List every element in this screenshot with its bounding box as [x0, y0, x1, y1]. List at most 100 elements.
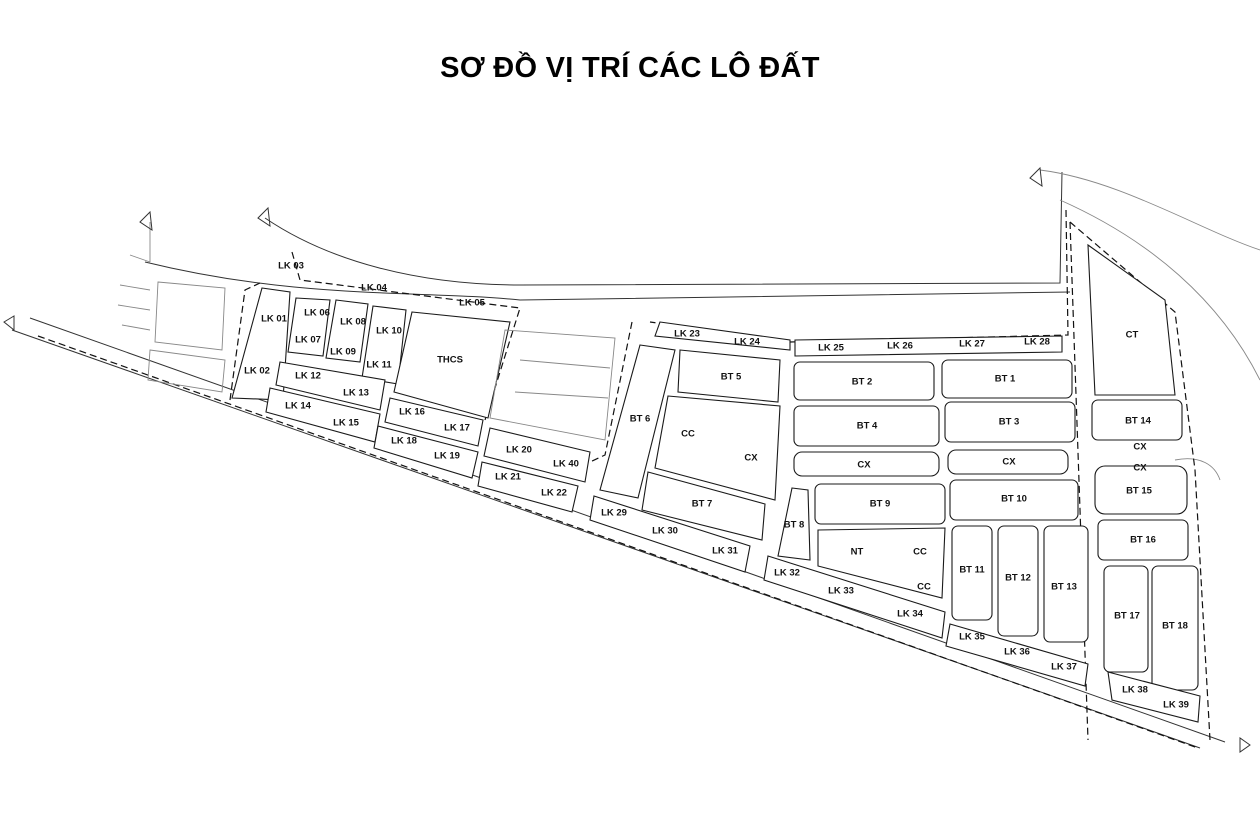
land-plots [147, 243, 1201, 723]
label-bt8: BT 8 [784, 520, 805, 531]
label-lk35: LK 35 [959, 632, 986, 643]
label-cc-3: CC [917, 582, 931, 593]
plot-lk35-37[interactable] [945, 623, 1089, 687]
plot-bt11[interactable] [951, 525, 993, 621]
plot-bt13[interactable] [1043, 525, 1089, 643]
plot-lk23-24[interactable] [654, 321, 791, 351]
plot-bt16[interactable] [1097, 519, 1189, 561]
plot-bt15[interactable] [1094, 465, 1188, 515]
label-lk30: LK 30 [652, 526, 678, 537]
label-bt7: BT 7 [692, 499, 713, 510]
plot-lk38-39[interactable] [1107, 671, 1201, 723]
label-lk10: LK 10 [376, 326, 402, 337]
label-cx-3: CX [1002, 457, 1016, 468]
label-lk08: LK 08 [340, 317, 366, 328]
label-lk12: LK 12 [295, 371, 321, 382]
label-lk32: LK 32 [774, 568, 800, 579]
label-lk04: LK 04 [361, 283, 388, 294]
label-lk16: LK 16 [399, 407, 425, 418]
label-lk24: LK 24 [734, 337, 761, 348]
plot-bt2[interactable] [793, 361, 935, 401]
plot-bt6[interactable] [599, 344, 676, 499]
plot-lk29-31[interactable] [589, 495, 751, 573]
plot-nt-cc[interactable] [817, 527, 946, 599]
plot-thcs[interactable] [393, 311, 511, 419]
label-lk17: LK 17 [444, 423, 470, 434]
label-lk15: LK 15 [333, 418, 360, 429]
map-title: SƠ ĐỒ VỊ TRÍ CÁC LÔ ĐẤT [440, 52, 820, 84]
label-bt1: BT 1 [995, 374, 1016, 385]
label-lk20: LK 20 [506, 445, 532, 456]
label-lk38: LK 38 [1122, 685, 1148, 696]
plot-bt10[interactable] [949, 479, 1079, 521]
label-lk39: LK 39 [1163, 700, 1189, 711]
label-lk14: LK 14 [285, 401, 312, 412]
label-lk09: LK 09 [330, 347, 356, 358]
plot-bt12[interactable] [997, 525, 1039, 637]
label-bt2: BT 2 [852, 377, 873, 388]
plot-bt7[interactable] [641, 471, 766, 541]
label-lk31: LK 31 [712, 546, 739, 557]
label-lk21: LK 21 [495, 472, 522, 483]
label-bt10: BT 10 [1001, 494, 1027, 505]
label-lk07: LK 07 [295, 335, 321, 346]
plot-cc-cx[interactable] [654, 395, 781, 501]
label-bt18: BT 18 [1162, 621, 1188, 632]
plot-labels: LK 03 LK 04 LK 05 LK 01 LK 02 LK 06 LK 0… [244, 261, 1189, 711]
label-bt12: BT 12 [1005, 573, 1031, 584]
label-lk13: LK 13 [343, 388, 369, 399]
plot-cx-1[interactable] [793, 451, 940, 477]
plot-lk21-22[interactable] [477, 461, 579, 513]
label-lk40: LK 40 [553, 459, 579, 470]
plot-lk16-17[interactable] [384, 397, 484, 447]
plot-cx-2[interactable] [947, 449, 1069, 475]
plot-lk18-19[interactable] [373, 425, 479, 479]
label-thcs: THCS [437, 355, 463, 366]
label-lk28: LK 28 [1024, 337, 1050, 348]
label-lk19: LK 19 [434, 451, 460, 462]
plot-bt17[interactable] [1103, 565, 1149, 673]
label-nt: NT [851, 547, 864, 558]
label-bt17: BT 17 [1114, 611, 1140, 622]
plot-bt1[interactable] [941, 359, 1073, 399]
label-cx-1: CX [744, 453, 758, 464]
plot-lk25-28[interactable] [794, 335, 1063, 357]
plot-lk32-34[interactable] [763, 555, 946, 639]
label-bt13: BT 13 [1051, 582, 1077, 593]
label-lk02: LK 02 [244, 366, 270, 377]
label-lk05: LK 05 [459, 298, 486, 309]
label-lk23: LK 23 [674, 329, 700, 340]
plot-lk08-09[interactable] [325, 299, 369, 363]
plot-bt8[interactable] [777, 487, 811, 561]
plot-bt5[interactable] [677, 349, 781, 403]
label-cx-2: CX [857, 460, 871, 471]
label-lk01: LK 01 [261, 314, 288, 325]
label-bt6: BT 6 [630, 414, 651, 425]
plot-lk20-40[interactable] [483, 427, 591, 483]
label-lk29: LK 29 [601, 508, 627, 519]
label-cx-4: CX [1133, 442, 1147, 453]
label-lk22: LK 22 [541, 488, 567, 499]
label-cc-1: CC [681, 429, 695, 440]
label-lk34: LK 34 [897, 609, 924, 620]
label-lk25: LK 25 [818, 343, 845, 354]
label-lk36: LK 36 [1004, 647, 1030, 658]
plot-bt14[interactable] [1091, 399, 1183, 441]
plot-bt3[interactable] [944, 401, 1076, 443]
plot-ct[interactable] [1087, 243, 1176, 396]
plot-lk06-07[interactable] [287, 297, 331, 357]
plot-bt4[interactable] [793, 405, 940, 447]
plot-bt9[interactable] [814, 483, 946, 525]
label-bt3: BT 3 [999, 417, 1020, 428]
label-lk11: LK 11 [366, 360, 392, 371]
plot-lk12-13[interactable] [275, 361, 386, 411]
label-lk33: LK 33 [828, 586, 854, 597]
label-bt16: BT 16 [1130, 535, 1156, 546]
label-lk27: LK 27 [959, 339, 985, 350]
label-lk37: LK 37 [1051, 662, 1077, 673]
label-lk18: LK 18 [391, 436, 417, 447]
label-lk26: LK 26 [887, 341, 913, 352]
label-bt11: BT 11 [959, 565, 985, 576]
label-ct: CT [1126, 330, 1139, 341]
